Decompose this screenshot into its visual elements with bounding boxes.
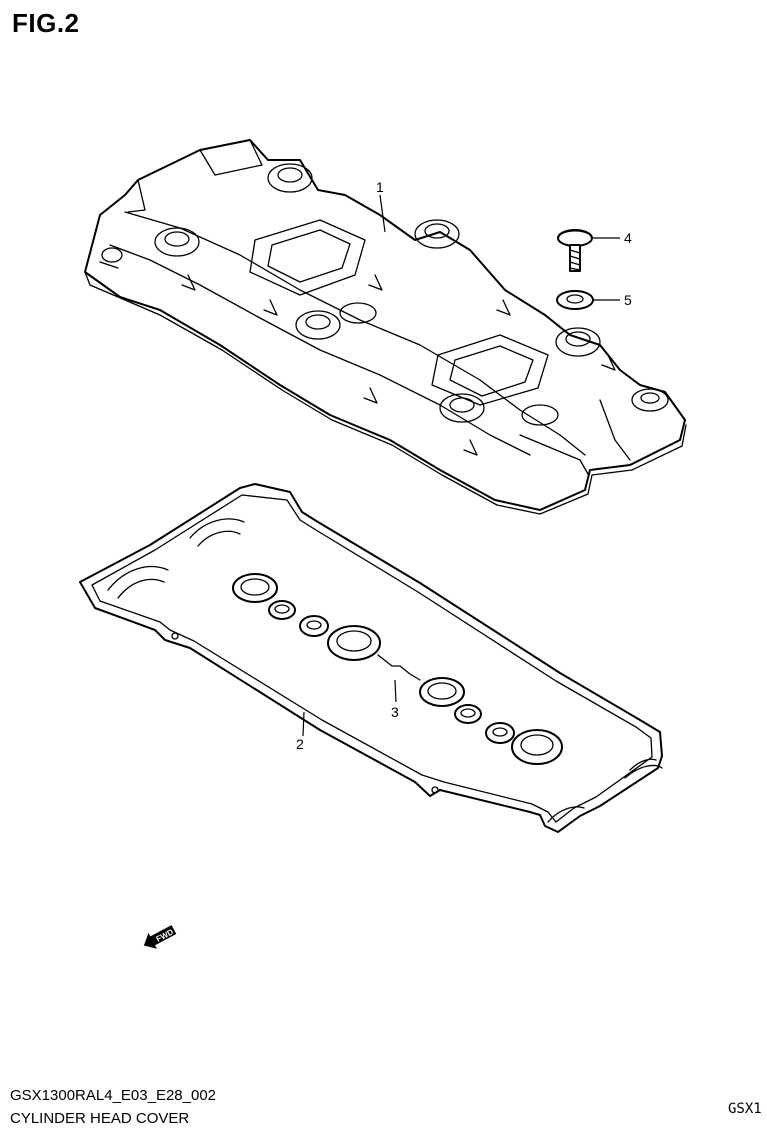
head-cover-gasket-illustration[interactable] (79, 483, 663, 833)
footer-model-text: GSX1 (728, 1101, 762, 1117)
diagram-code: GSX1300RAL4_E03_E28_002 (10, 1087, 217, 1104)
callout-5: 5 (624, 292, 632, 308)
diagram-name: CYLINDER HEAD COVER (10, 1110, 190, 1127)
plug-hole-gasket-illustration[interactable] (232, 573, 563, 765)
bolt-illustration[interactable] (557, 229, 593, 272)
cylinder-head-cover-illustration[interactable] (84, 139, 687, 515)
leader-lines (302, 194, 620, 737)
forward-arrow-icon: FWD (143, 925, 177, 949)
callout-4: 4 (624, 230, 632, 246)
figure-title: FIG.2 (12, 8, 80, 38)
callout-1: 1 (376, 179, 384, 195)
callout-2: 2 (296, 736, 304, 752)
washer-illustration[interactable] (556, 290, 594, 310)
callout-3: 3 (391, 704, 399, 720)
